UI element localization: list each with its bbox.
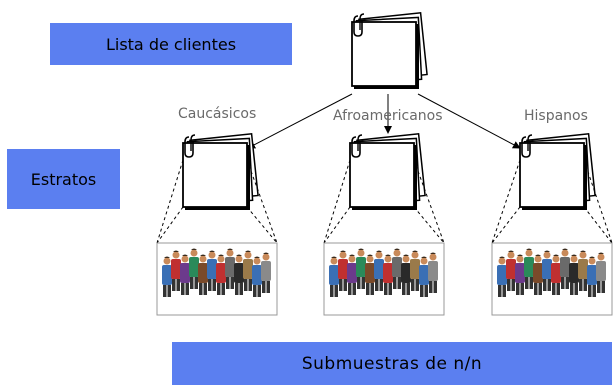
- client-list-label: Lista de clientes: [105, 34, 237, 54]
- document-stack-icon: [351, 11, 428, 90]
- document-stack-icon: [349, 132, 426, 211]
- people-group-icon: [157, 243, 277, 315]
- client-list-box: [50, 23, 292, 65]
- stratum-label-afroamericanos: Afroamericanos: [333, 108, 443, 124]
- stratum-label-caucasicos: Caucásicos: [178, 106, 257, 122]
- subsamples-label: Submuestras de n/n: [301, 353, 483, 374]
- projection-lines: [156, 159, 613, 244]
- document-stack-icon: [519, 132, 596, 211]
- arrow-hispanos: [417, 93, 521, 149]
- people-group-icon: [492, 243, 612, 315]
- strata-box: [7, 149, 120, 209]
- stratum-label-hispanos: Hispanos: [524, 108, 588, 124]
- people-group-icon: [324, 243, 444, 315]
- document-stack-icon: [182, 132, 259, 211]
- subsamples-box: [172, 342, 612, 385]
- strata-label: Estratos: [30, 169, 97, 189]
- arrow-caucasicos: [247, 93, 353, 149]
